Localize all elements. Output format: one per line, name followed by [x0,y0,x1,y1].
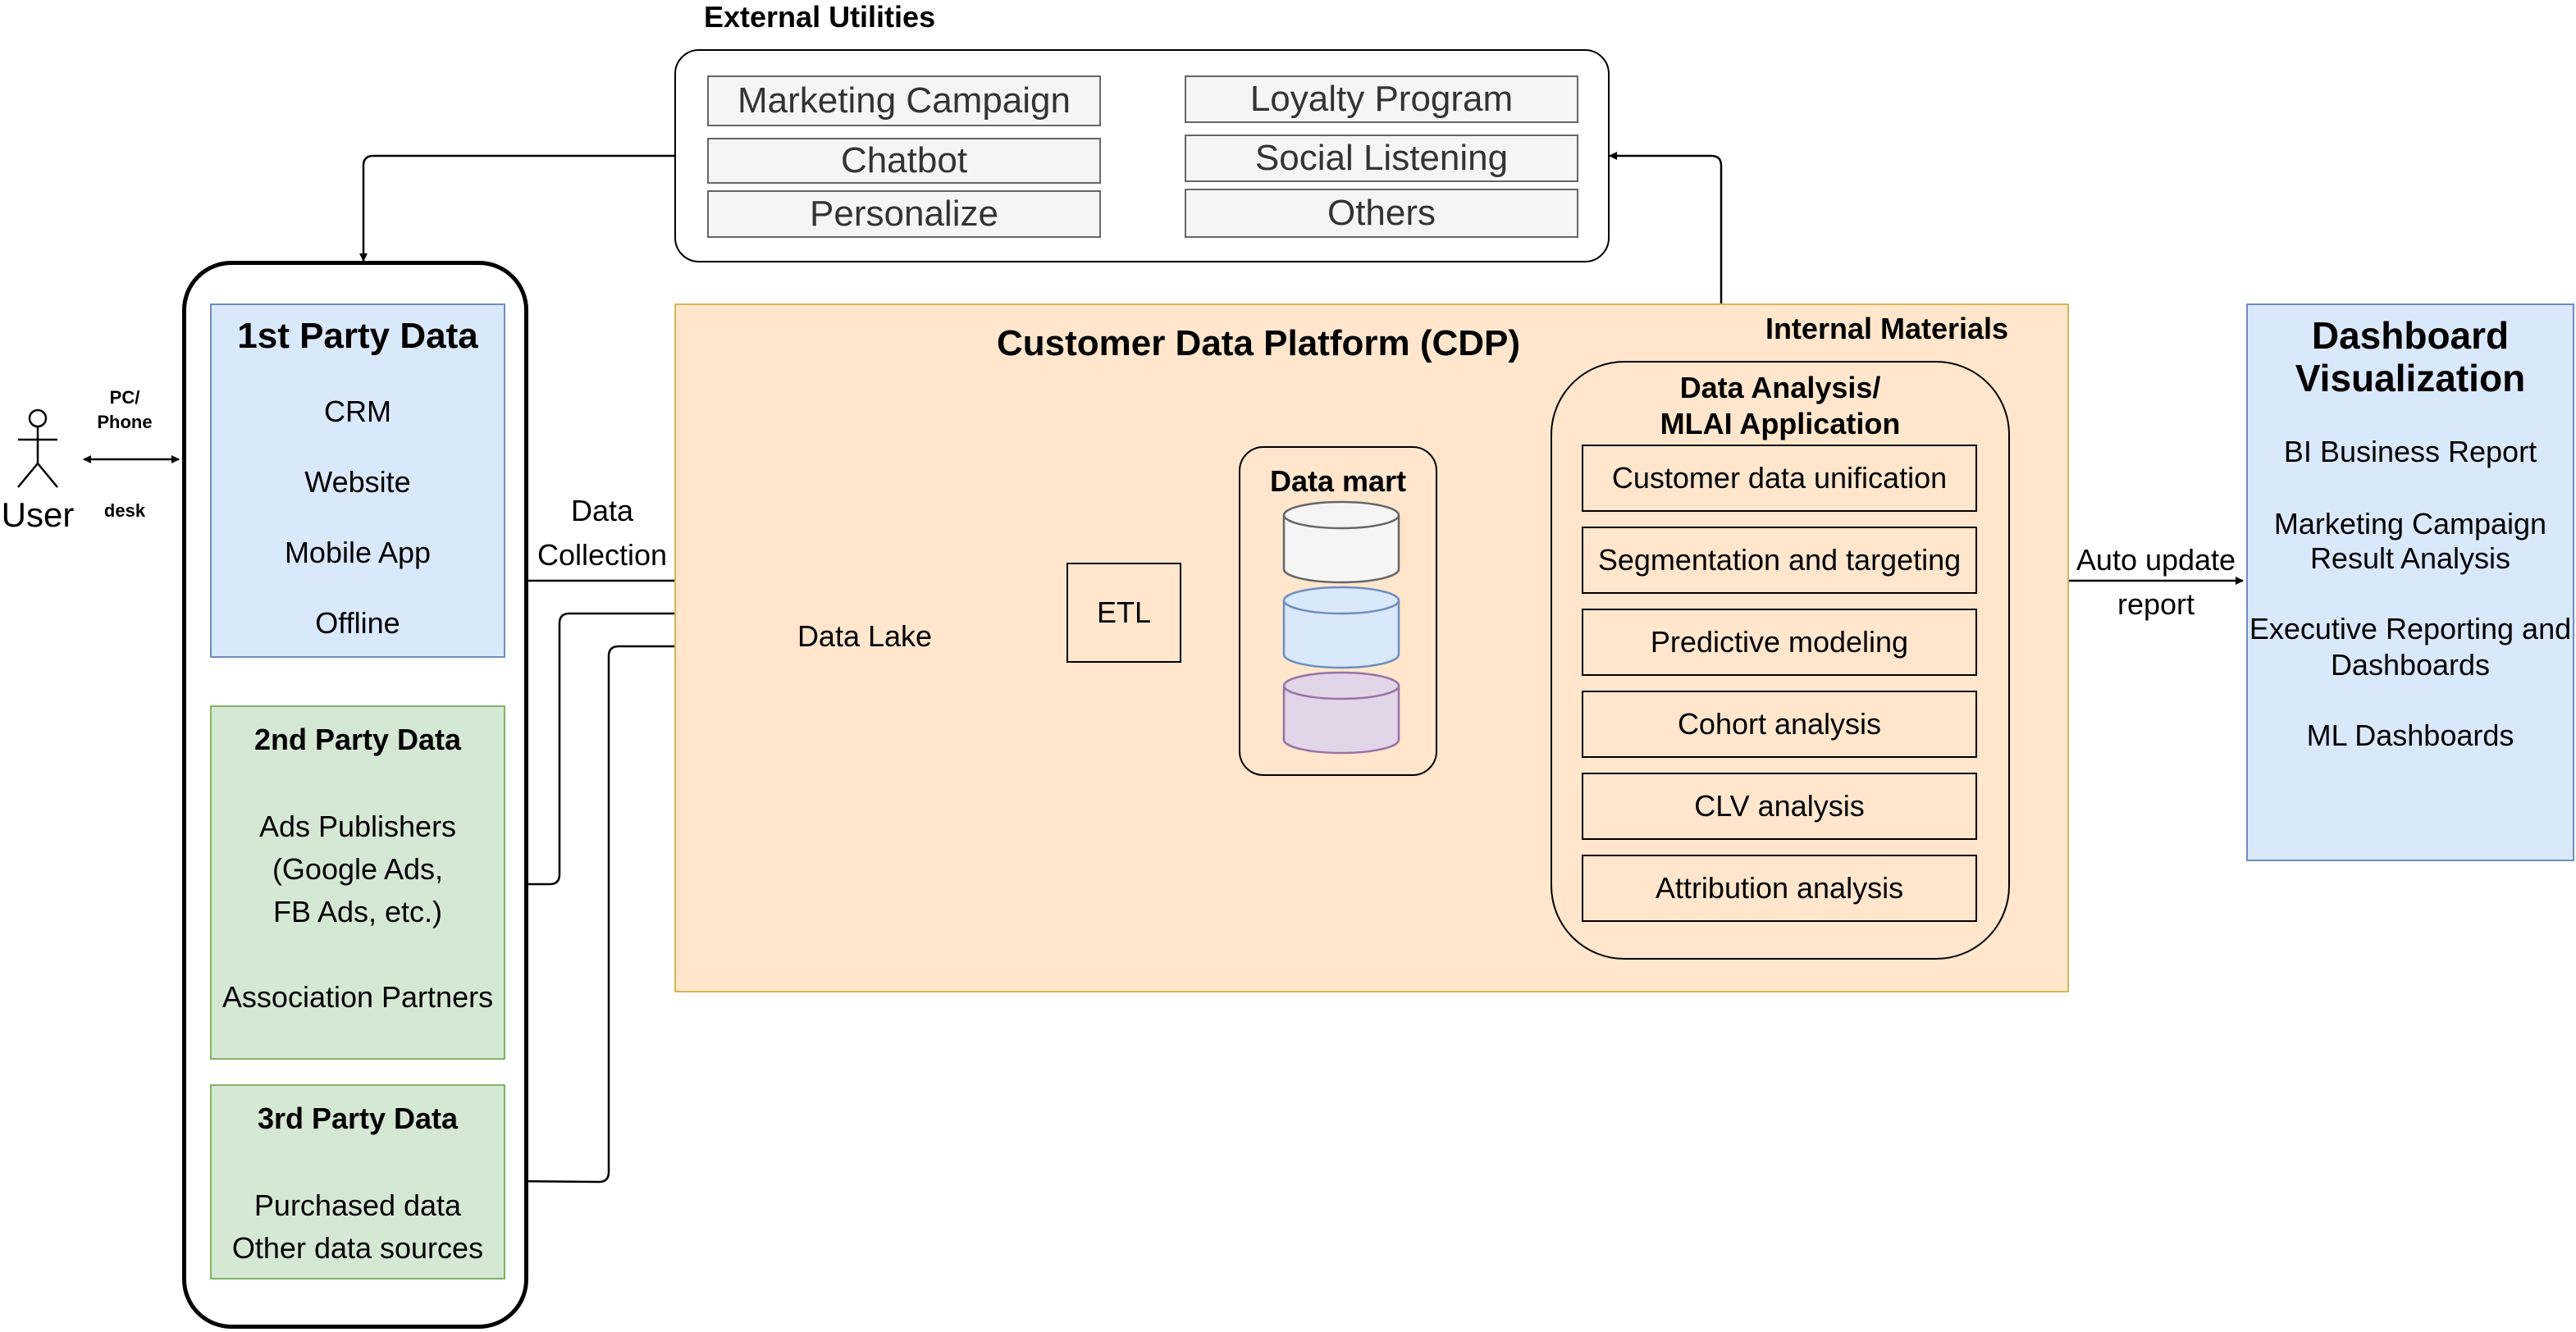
dashboard-item-bi-report: BI Business Report [2283,435,2537,468]
first-party-item-offline: Offline [315,606,400,640]
third-party-to-lake-arrow [505,642,746,1184]
analysis-item-clv: CLV analysis [1582,773,1977,840]
analysis-item-cohort: Cohort analysis [1582,691,1977,758]
util-chatbot: Chatbot [707,138,1101,184]
analysis-title-line-2: MLAI Application [1660,407,1901,440]
dashboard-item-campaign-line-2: Result Analysis [2309,541,2511,575]
user-label: User [1,495,75,534]
external-to-sources-arrow [359,154,674,262]
auto-update-label-2: report [2117,587,2195,621]
analysis-item-predictive-modeling: Predictive modeling [1582,609,1977,676]
util-loyalty-program: Loyalty Program [1185,75,1578,123]
dashboard-item-executive-line-1: Executive Reporting and [2249,612,2572,645]
internal-materials-label: Internal Materials [1765,312,2009,345]
first-party-box: 1st Party Data CRM Website Mobile App Of… [210,303,505,658]
second-party-line-4: Association Partners [222,980,494,1014]
util-personalize: Personalize [707,190,1101,238]
second-party-to-lake-arrow [505,609,746,886]
data-mart-title: Data mart [1269,464,1407,498]
third-party-line-2: Other data sources [231,1231,484,1265]
util-others: Others [1185,189,1578,238]
cdp-title: Customer Data Platform (CDP) [996,323,1521,363]
dashboard-title-line-2: Visualization [2295,357,2526,399]
data-collection-label-1: Data [570,494,634,527]
util-marketing-campaign: Marketing Campaign [707,75,1101,126]
util-social-listening: Social Listening [1185,135,1578,182]
analysis-item-customer-data-unification: Customer data unification [1582,445,1977,512]
third-party-line-1: Purchased data [253,1188,462,1222]
auto-update-label-1: Auto update [2076,543,2236,577]
third-party-title: 3rd Party Data [257,1102,459,1135]
data-mart-cylinder-gray [1282,500,1400,584]
channel-label-bottom: desk [103,500,146,521]
first-party-title: 1st Party Data [237,316,478,356]
external-utilities-title: External Utilities [704,0,936,34]
first-party-item-crm: CRM [324,395,391,428]
second-party-box: 2nd Party Data Ads Publishers (Google Ad… [210,705,505,1060]
cdp-to-external-arrow [1609,152,1723,303]
second-party-line-3: FB Ads, etc.) [272,895,443,928]
third-party-box: 3rd Party Data Purchased data Other data… [210,1084,505,1280]
first-party-item-website: Website [304,465,411,499]
data-mart-cylinder-blue [1282,586,1400,669]
analysis-item-segmentation: Segmentation and targeting [1582,527,1977,594]
dashboard-item-executive-line-2: Dashboards [2330,648,2491,682]
dashboard-title-line-1: Dashboard [2311,314,2510,357]
data-mart-cylinder-purple [1282,671,1400,755]
second-party-line-2: (Google Ads, [272,852,444,886]
data-lake-label: Data Lake [797,619,933,653]
analysis-item-attribution: Attribution analysis [1582,855,1977,922]
dashboard-item-campaign-line-1: Marketing Campaign [2273,507,2547,541]
data-collection-label-2: Collection [537,538,668,572]
analysis-title-line-1: Data Analysis/ [1679,371,1881,404]
dashboard-box [2246,303,2574,861]
second-party-line-1: Ads Publishers [258,810,457,843]
second-party-title: 2nd Party Data [253,723,462,756]
first-party-item-mobile-app: Mobile App [284,536,432,569]
channel-label-top: PC/ Phone [97,387,153,432]
dashboard-item-ml: ML Dashboards [2306,718,2514,752]
data-mart-cylinders [1282,500,1400,755]
user-icon [17,408,58,488]
etl-box: ETL [1066,563,1181,663]
